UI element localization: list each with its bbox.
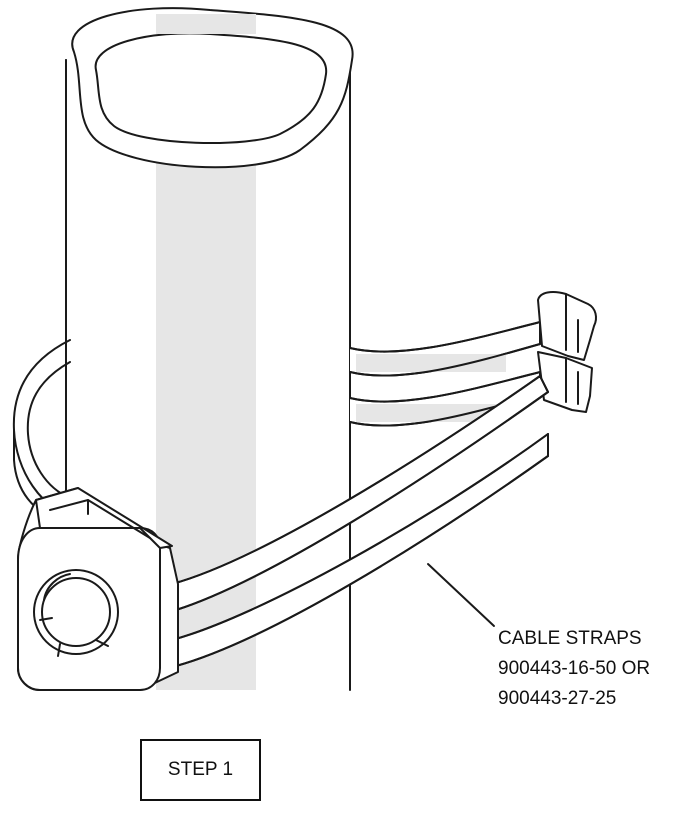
mount-clip [17,487,179,691]
strap-heads-right [537,291,597,413]
callout-leader-line [427,563,495,627]
callout-line-3: 900443-27-25 [498,688,617,709]
strap-back-left [12,339,81,531]
step-label: STEP 1 [167,759,234,780]
step-label-box: STEP 1 [140,739,261,801]
cable-straps-callout: CABLE STRAPS 900443-16-50 OR 900443-27-2… [498,624,650,714]
strap-tails-front [171,375,549,667]
callout-line-2: 900443-16-50 OR [498,658,651,679]
callout-line-1: CABLE STRAPS [498,628,642,649]
